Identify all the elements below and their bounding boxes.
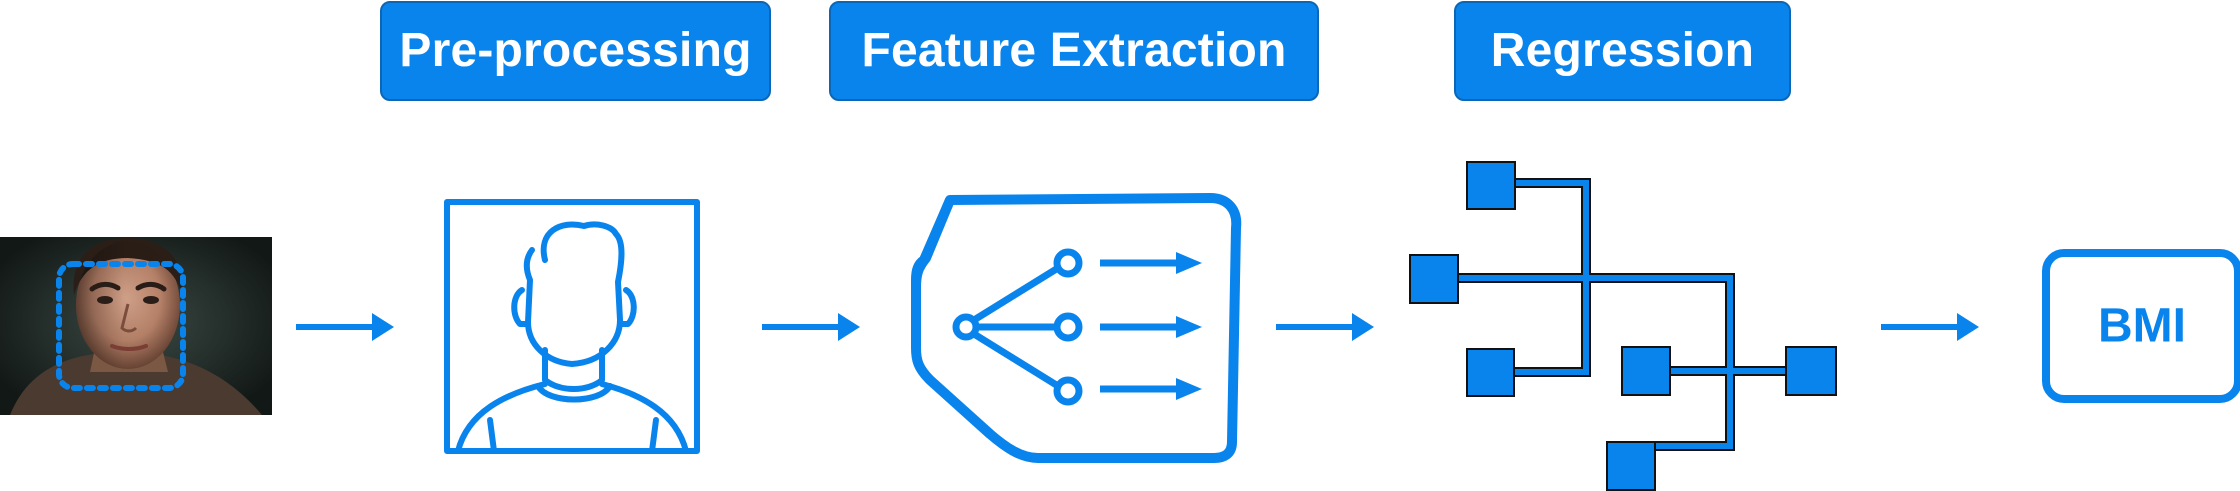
person-portrait-icon	[444, 199, 700, 454]
arrow-right-icon	[762, 313, 860, 341]
arrow-right-icon	[296, 313, 394, 341]
arrow-right-icon	[1276, 313, 1374, 341]
regression-label: Regression	[1454, 1, 1791, 101]
bmi-label: BMI	[2098, 300, 2186, 353]
regression-tree-icon	[1409, 161, 1837, 491]
feature-extraction-tag-icon	[911, 193, 1242, 463]
face-detection-box	[56, 261, 186, 391]
face-photo-icon	[0, 237, 272, 415]
feature-extraction-label: Feature Extraction	[829, 1, 1319, 101]
bmi-output-box: BMI	[2042, 249, 2240, 403]
arrow-right-icon	[1881, 313, 1979, 341]
preprocessing-label: Pre-processing	[380, 1, 771, 101]
